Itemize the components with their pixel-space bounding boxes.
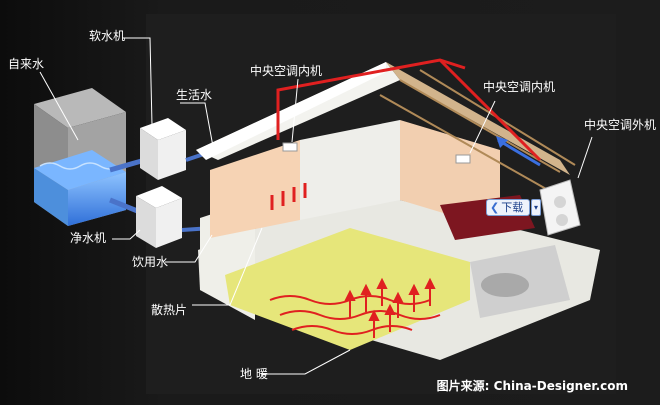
download-arrow-icon: ❮ bbox=[490, 201, 500, 214]
label-tap-water: 自来水 bbox=[8, 57, 45, 71]
house-body bbox=[198, 120, 600, 360]
download-button[interactable]: ❮下载 bbox=[486, 199, 530, 216]
download-label: 下载 bbox=[501, 201, 524, 214]
indoor-units bbox=[282, 142, 471, 164]
leader-lines bbox=[39, 37, 593, 375]
purifier-box bbox=[136, 186, 213, 248]
label-floor-heating: 地 暖 bbox=[240, 367, 268, 381]
image-credit: 图片来源: China-Designer.com bbox=[436, 379, 628, 393]
label-indoor-ac-2: 中央空调内机 bbox=[483, 80, 556, 94]
label-outdoor-ac: 中央空调外机 bbox=[584, 118, 657, 132]
label-domestic-water: 生活水 bbox=[176, 88, 213, 102]
label-indoor-ac-1: 中央空调内机 bbox=[250, 64, 323, 78]
tank-pipes bbox=[109, 157, 146, 215]
ac-duct bbox=[276, 58, 542, 167]
label-radiator: 散热片 bbox=[151, 303, 188, 317]
download-dropdown-icon[interactable]: ▾ bbox=[531, 199, 541, 216]
label-drinking-water: 饮用水 bbox=[132, 255, 169, 269]
roof bbox=[196, 62, 576, 191]
label-softener: 软水机 bbox=[89, 29, 126, 43]
outdoor-unit bbox=[539, 179, 581, 236]
water-tank bbox=[34, 88, 126, 226]
label-purifier: 净水机 bbox=[70, 231, 107, 245]
